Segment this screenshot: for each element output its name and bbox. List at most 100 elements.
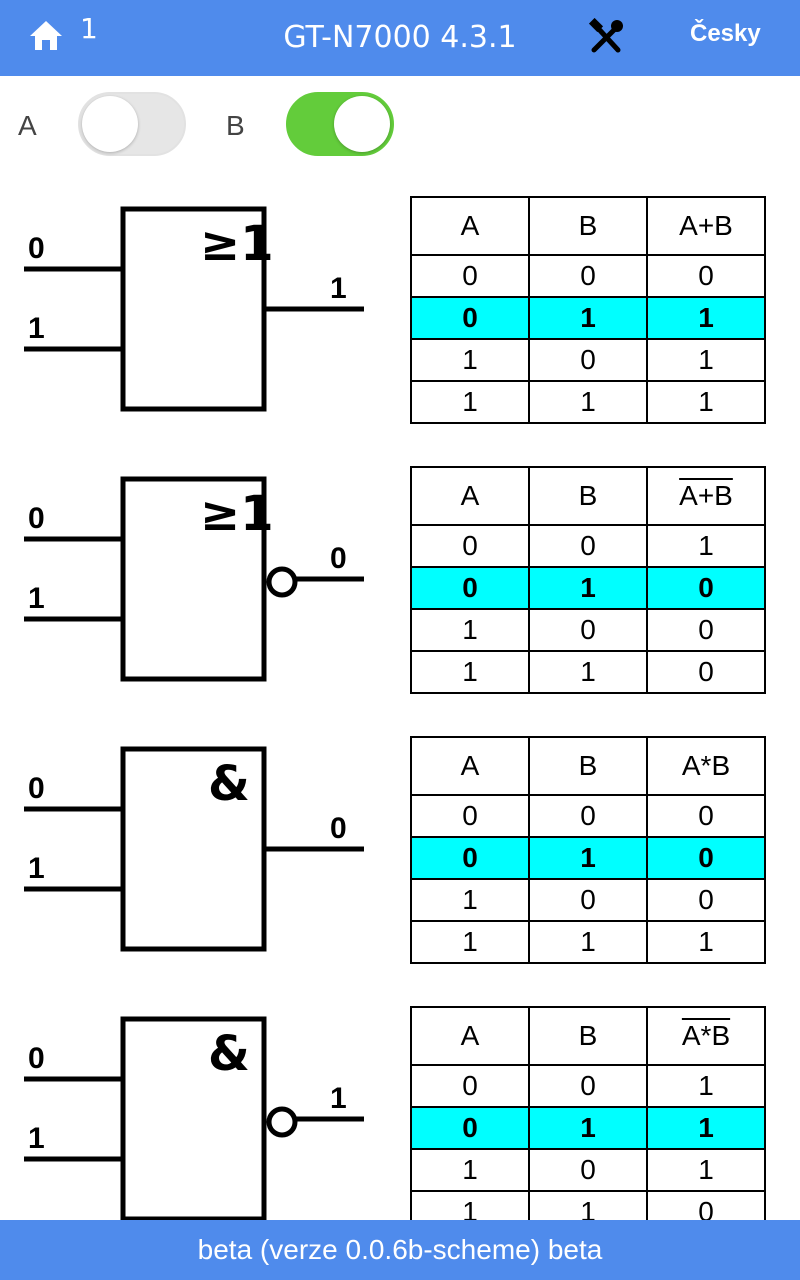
header-cell: B bbox=[528, 736, 648, 796]
header-cell: B bbox=[528, 196, 648, 256]
cell: 0 bbox=[528, 794, 648, 838]
cell: 1 bbox=[646, 338, 766, 382]
cell: 0 bbox=[646, 836, 766, 880]
cell: 1 bbox=[646, 1148, 766, 1192]
gate-nand: & 0 1 1 A B A*B 0 0 1 0 1 1 1 0 1 1 1 0 bbox=[0, 1006, 800, 1236]
toggle-knob bbox=[334, 96, 390, 152]
cell: 0 bbox=[528, 1064, 648, 1108]
gate-symbol: ≥1 bbox=[200, 486, 274, 542]
table-row: 1 0 1 bbox=[410, 1148, 766, 1192]
version-footer: beta (verze 0.0.6b-scheme) beta bbox=[0, 1220, 800, 1280]
table-row: 1 1 0 bbox=[410, 650, 766, 694]
cell: 0 bbox=[410, 1106, 530, 1150]
table-row: 1 0 1 bbox=[410, 338, 766, 382]
cell: 1 bbox=[646, 524, 766, 568]
app-header: 1 GT-N7000 4.3.1 Česky bbox=[0, 0, 800, 76]
table-row-active: 0 1 1 bbox=[410, 1106, 766, 1150]
nor-gate-symbol bbox=[24, 476, 364, 682]
table-row: 0 0 1 bbox=[410, 1064, 766, 1108]
toggle-a-label: A bbox=[18, 110, 37, 141]
input-b-value: 1 bbox=[28, 852, 45, 885]
toggle-a-switch[interactable] bbox=[78, 92, 186, 156]
input-a-value: 0 bbox=[28, 232, 45, 265]
cell: 0 bbox=[410, 836, 530, 880]
cell: 1 bbox=[528, 650, 648, 694]
table-row: 0 0 0 bbox=[410, 254, 766, 298]
or-gate-symbol bbox=[24, 206, 364, 412]
input-a-value: 0 bbox=[28, 772, 45, 805]
gate-or: ≥1 0 1 1 A B A+B 0 0 0 0 1 1 1 0 1 1 1 1 bbox=[0, 196, 800, 426]
cell: 1 bbox=[410, 1148, 530, 1192]
gate-nor: ≥1 0 1 0 A B A+B 0 0 1 0 1 0 1 0 0 1 1 0 bbox=[0, 466, 800, 696]
truth-table: A B A*B 0 0 0 0 1 0 1 0 0 1 1 1 bbox=[410, 736, 766, 964]
cell: 0 bbox=[528, 524, 648, 568]
cell: 1 bbox=[528, 836, 648, 880]
cell: 1 bbox=[410, 920, 530, 964]
and-gate-symbol bbox=[24, 746, 364, 952]
truth-table: A B A+B 0 0 1 0 1 0 1 0 0 1 1 0 bbox=[410, 466, 766, 694]
cell: 1 bbox=[410, 878, 530, 922]
table-row: 0 0 0 bbox=[410, 794, 766, 838]
table-row: 1 0 0 bbox=[410, 608, 766, 652]
table-row-active: 0 1 1 bbox=[410, 296, 766, 340]
cell: 0 bbox=[646, 608, 766, 652]
header-cell: A bbox=[410, 196, 530, 256]
table-row: 1 1 1 bbox=[410, 920, 766, 964]
negated-expression: A+B bbox=[679, 480, 733, 511]
cell: 0 bbox=[410, 1064, 530, 1108]
cell: 1 bbox=[646, 920, 766, 964]
header-cell: A+B bbox=[646, 196, 766, 256]
cell: 0 bbox=[646, 650, 766, 694]
input-b-value: 1 bbox=[28, 582, 45, 615]
cell: 0 bbox=[646, 794, 766, 838]
header-cell: A*B bbox=[646, 736, 766, 796]
toggle-b-switch[interactable] bbox=[286, 92, 394, 156]
app-title: GT-N7000 4.3.1 bbox=[283, 20, 517, 55]
cell: 0 bbox=[528, 608, 648, 652]
table-row: 1 0 0 bbox=[410, 878, 766, 922]
cell: 1 bbox=[528, 296, 648, 340]
gate-and: & 0 1 0 A B A*B 0 0 0 0 1 0 1 0 0 1 1 1 bbox=[0, 736, 800, 966]
output-value: 0 bbox=[330, 812, 347, 845]
input-b-value: 1 bbox=[28, 1122, 45, 1155]
cell: 1 bbox=[528, 566, 648, 610]
home-icon[interactable] bbox=[28, 18, 64, 54]
cell: 0 bbox=[646, 254, 766, 298]
table-row: 1 1 1 bbox=[410, 380, 766, 424]
cell: 0 bbox=[410, 566, 530, 610]
table-row-active: 0 1 0 bbox=[410, 566, 766, 610]
header-cell: A bbox=[410, 736, 530, 796]
cell: 0 bbox=[528, 1148, 648, 1192]
table-row: 0 0 1 bbox=[410, 524, 766, 568]
cell: 0 bbox=[528, 254, 648, 298]
cell: 1 bbox=[646, 1064, 766, 1108]
footer-text: beta (verze 0.0.6b-scheme) beta bbox=[197, 1234, 603, 1265]
toggle-b-label: B bbox=[226, 110, 245, 141]
input-toggles: A B bbox=[0, 92, 800, 158]
cell: 0 bbox=[410, 524, 530, 568]
cell: 1 bbox=[646, 380, 766, 424]
nand-gate-symbol bbox=[24, 1016, 364, 1222]
truth-table: A B A*B 0 0 1 0 1 1 1 0 1 1 1 0 bbox=[410, 1006, 766, 1234]
language-button[interactable]: Česky bbox=[690, 20, 761, 47]
tools-icon[interactable] bbox=[586, 17, 626, 56]
toggle-knob bbox=[82, 96, 138, 152]
cell: 0 bbox=[646, 566, 766, 610]
cell: 1 bbox=[410, 338, 530, 382]
input-a-value: 0 bbox=[28, 1042, 45, 1075]
cell: 0 bbox=[646, 878, 766, 922]
truth-table: A B A+B 0 0 0 0 1 1 1 0 1 1 1 1 bbox=[410, 196, 766, 424]
cell: 1 bbox=[646, 296, 766, 340]
cell: 1 bbox=[410, 650, 530, 694]
cell: 1 bbox=[528, 380, 648, 424]
page-badge: 1 bbox=[80, 12, 98, 45]
cell: 0 bbox=[410, 296, 530, 340]
table-row-active: 0 1 0 bbox=[410, 836, 766, 880]
gate-symbol: & bbox=[208, 1026, 250, 1082]
cell: 1 bbox=[528, 1106, 648, 1150]
output-value: 1 bbox=[330, 272, 347, 305]
gate-symbol: ≥1 bbox=[200, 216, 274, 272]
cell: 0 bbox=[410, 254, 530, 298]
gate-symbol: & bbox=[208, 756, 250, 812]
header-cell: B bbox=[528, 1006, 648, 1066]
